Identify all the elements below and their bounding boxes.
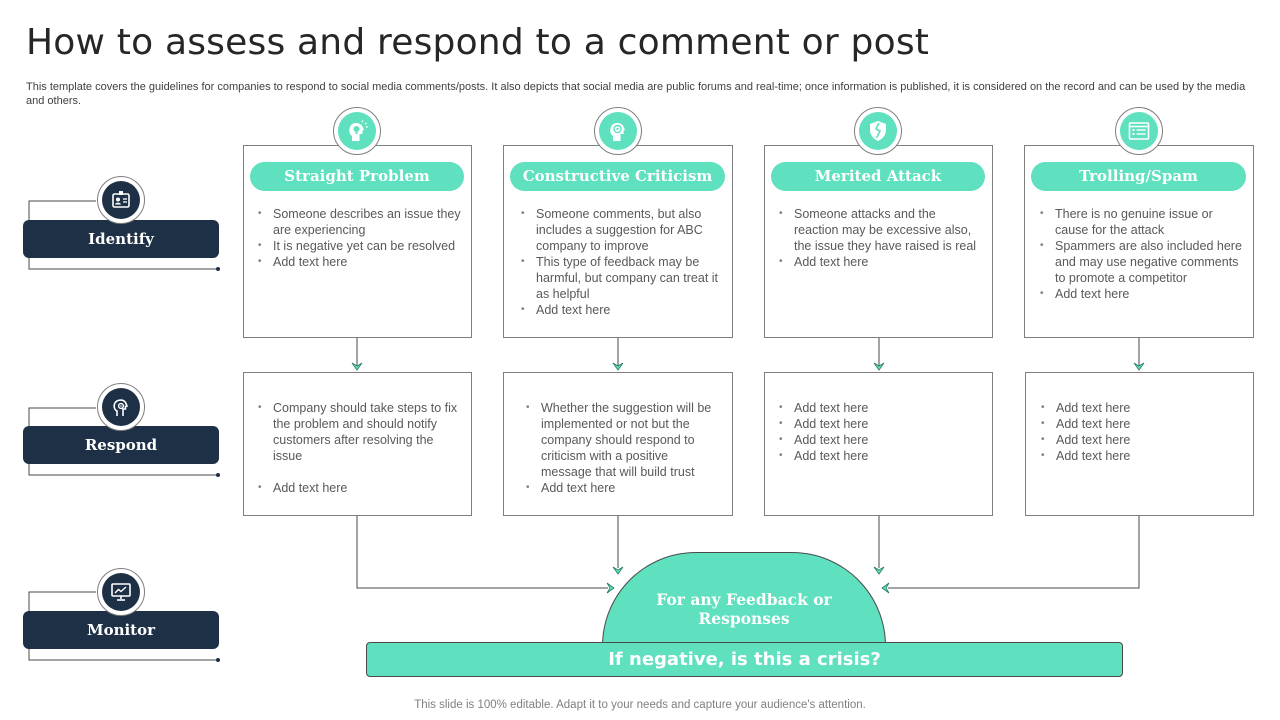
list-item: It is negative yet can be resolved bbox=[256, 238, 461, 254]
stage-respond-label: Respond bbox=[84, 436, 158, 454]
list-item: Add text here bbox=[1039, 432, 1244, 448]
arrowhead-col3-bottom bbox=[873, 566, 885, 575]
list-item: Add text here bbox=[256, 254, 461, 270]
list-item: Whether the suggestion will be implement… bbox=[524, 400, 722, 480]
list-item: Add text here bbox=[777, 448, 982, 464]
connector-col1-to-feedback bbox=[356, 516, 608, 589]
list-item: Spammers are also included here and may … bbox=[1038, 238, 1243, 286]
footer-note: This slide is 100% editable. Adapt it to… bbox=[414, 699, 866, 711]
identify-list-col1: Someone describes an issue they are expe… bbox=[256, 206, 461, 270]
list-item: Add text here bbox=[777, 432, 982, 448]
broken-shield-icon bbox=[854, 107, 902, 155]
list-item: Add text here bbox=[777, 400, 982, 416]
list-item: Add text here bbox=[1039, 400, 1244, 416]
card-trolling-spam-respond: Add text here Add text here Add text her… bbox=[1025, 372, 1254, 516]
stage-identify-label: Identify bbox=[88, 230, 154, 248]
list-window-icon bbox=[1115, 107, 1163, 155]
identify-list-col2: Someone comments, but also includes a su… bbox=[519, 206, 724, 318]
list-item: Add text here bbox=[1039, 448, 1244, 464]
identify-list-col4: There is no genuine issue or cause for t… bbox=[1038, 206, 1243, 302]
list-item: Add text here bbox=[777, 416, 982, 432]
stage-monitor-label: Monitor bbox=[86, 621, 156, 639]
list-item: Someone comments, but also includes a su… bbox=[519, 206, 724, 254]
page-subtitle: This template covers the guidelines for … bbox=[26, 81, 1246, 107]
connector-col4-to-feedback bbox=[888, 516, 1140, 589]
identify-list-col3: Someone attacks and the reaction may be … bbox=[777, 206, 982, 270]
list-item: Add text here bbox=[256, 480, 461, 496]
crisis-question-bar: If negative, is this a crisis? bbox=[366, 642, 1123, 677]
list-item: Company should take steps to fix the pro… bbox=[256, 400, 461, 464]
list-item: Add text here bbox=[524, 480, 722, 496]
list-item: Add text here bbox=[1038, 286, 1243, 302]
stage-identify: Identify bbox=[23, 220, 219, 258]
respond-list-col4: Add text here Add text here Add text her… bbox=[1039, 400, 1244, 464]
stage-monitor: Monitor bbox=[23, 611, 219, 649]
respond-list-col2: Whether the suggestion will be implement… bbox=[524, 400, 722, 496]
card-constructive-criticism-respond: Whether the suggestion will be implement… bbox=[503, 372, 733, 516]
arrowhead-left-to-dome bbox=[606, 582, 615, 594]
crisis-question: If negative, is this a crisis? bbox=[608, 649, 881, 670]
card-straight-problem-respond: Company should take steps to fix the pro… bbox=[243, 372, 472, 516]
feedback-dome bbox=[602, 552, 886, 646]
list-item: Someone describes an issue they are expe… bbox=[256, 206, 461, 238]
arrowhead-col4 bbox=[1133, 362, 1145, 371]
head-target-icon bbox=[594, 107, 642, 155]
list-item: This type of feedback may be harmful, bu… bbox=[519, 254, 724, 302]
list-item: Add text here bbox=[777, 254, 982, 270]
card-constructive-criticism-identify: Constructive Criticism Someone comments,… bbox=[503, 145, 733, 338]
page-title: How to assess and respond to a comment o… bbox=[26, 22, 930, 63]
heading-merited-attack: Merited Attack bbox=[771, 162, 985, 191]
list-item: There is no genuine issue or cause for t… bbox=[1038, 206, 1243, 238]
head-gear-icon bbox=[97, 383, 145, 431]
list-item: Someone attacks and the reaction may be … bbox=[777, 206, 982, 254]
stage-respond: Respond bbox=[23, 426, 219, 464]
head-bulb-icon bbox=[333, 107, 381, 155]
heading-constructive-criticism: Constructive Criticism bbox=[510, 162, 725, 191]
heading-trolling-spam: Trolling/Spam bbox=[1031, 162, 1246, 191]
card-straight-problem-identify: Straight Problem Someone describes an is… bbox=[243, 145, 472, 338]
list-item: Add text here bbox=[1039, 416, 1244, 432]
card-merited-attack-identify: Merited Attack Someone attacks and the r… bbox=[764, 145, 993, 338]
arrowhead-right-to-dome bbox=[881, 582, 890, 594]
arrowhead-col1 bbox=[351, 362, 363, 371]
heading-straight-problem: Straight Problem bbox=[250, 162, 464, 191]
card-trolling-spam-identify: Trolling/Spam There is no genuine issue … bbox=[1024, 145, 1254, 338]
arrowhead-col3 bbox=[873, 362, 885, 371]
id-card-icon bbox=[97, 176, 145, 224]
arrowhead-col2-bottom bbox=[612, 566, 624, 575]
feedback-label: For any Feedback or Responses bbox=[656, 590, 832, 628]
arrowhead-col2 bbox=[612, 362, 624, 371]
card-merited-attack-respond: Add text here Add text here Add text her… bbox=[764, 372, 993, 516]
list-item: Add text here bbox=[519, 302, 724, 318]
respond-list-col3: Add text here Add text here Add text her… bbox=[777, 400, 982, 464]
respond-list-col1: Company should take steps to fix the pro… bbox=[256, 400, 461, 496]
monitor-chart-icon bbox=[97, 568, 145, 616]
